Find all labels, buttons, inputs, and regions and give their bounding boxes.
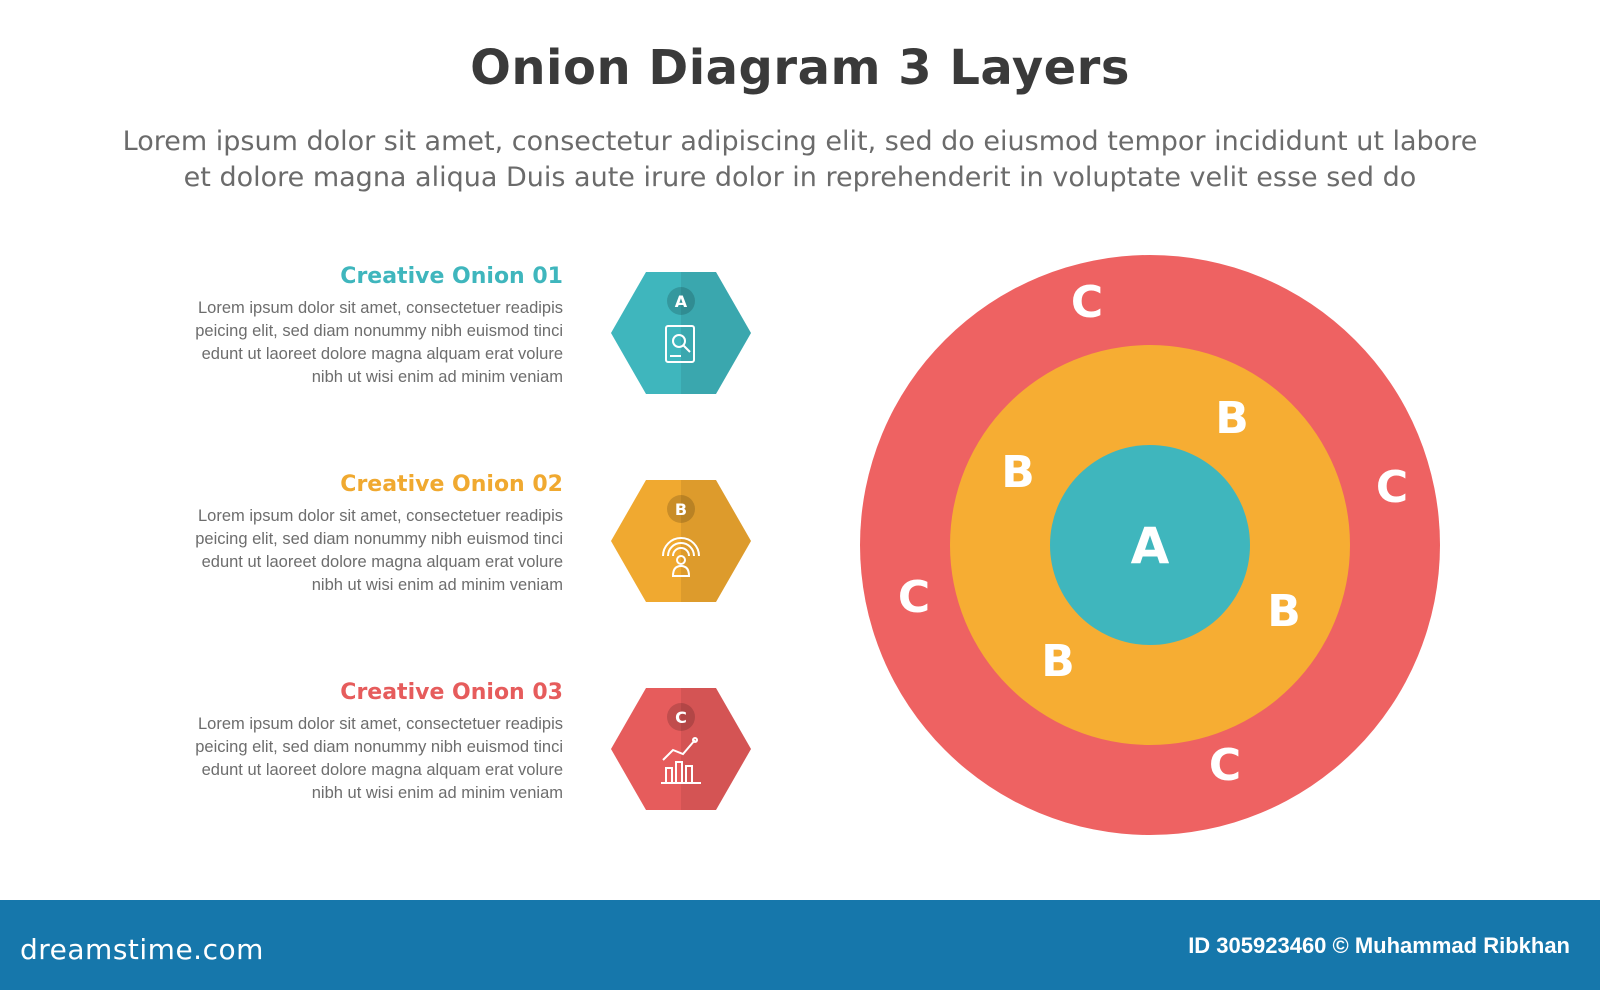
item-1-desc-line: edunt ut laoreet dolore magna alquam era… [201, 345, 563, 363]
item-2-hexagon: B [611, 480, 751, 606]
item-3-desc-line: peicing elit, sed diam nonummy nibh euis… [195, 738, 563, 756]
item-3-hexagon: C [611, 688, 751, 814]
item-3-description: Lorem ipsum dolor sit amet, consectetuer… [150, 713, 563, 805]
item-3-letter: C [675, 708, 687, 727]
item-1-desc-line: nibh ut wisi enim ad minim veniam [311, 368, 563, 386]
inner-label: A [1131, 517, 1170, 575]
item-2-desc-line: Lorem ipsum dolor sit amet, consectetuer… [198, 507, 563, 525]
item-3-desc-line: Lorem ipsum dolor sit amet, consectetuer… [198, 715, 563, 733]
page-subtitle: Lorem ipsum dolor sit amet, consectetur … [60, 124, 1540, 196]
outer-label: C [1071, 277, 1103, 328]
item-3-title: Creative Onion 03 [340, 680, 563, 705]
item-1-letter: A [675, 292, 688, 311]
item-1-title: Creative Onion 01 [340, 264, 563, 289]
footer-credit: ID 305923460 © Muhammad Ribkhan [1188, 933, 1570, 958]
item-3-desc-line: edunt ut laoreet dolore magna alquam era… [201, 761, 563, 779]
outer-label: C [898, 572, 930, 623]
subtitle-line: Lorem ipsum dolor sit amet, consectetur … [122, 126, 1478, 157]
middle-label: B [1215, 393, 1249, 444]
broadcast-user-icon [662, 537, 700, 577]
page-title: Onion Diagram 3 Layers [470, 40, 1130, 96]
onion-diagram: A B B B B C C C C [855, 250, 1445, 840]
item-1: Creative Onion 01 Lorem ipsum dolor sit … [150, 264, 563, 389]
item-2-description: Lorem ipsum dolor sit amet, consectetuer… [150, 505, 563, 597]
item-1-hexagon: A [611, 272, 751, 398]
item-3-desc-line: nibh ut wisi enim ad minim veniam [311, 784, 563, 802]
item-2-letter: B [675, 500, 687, 519]
footer-brand[interactable]: dreamstime.com [20, 933, 264, 966]
item-2-title: Creative Onion 02 [340, 472, 563, 497]
item-2-desc-line: peicing elit, sed diam nonummy nibh euis… [195, 530, 563, 548]
middle-label: B [1267, 586, 1301, 637]
item-3: Creative Onion 03 Lorem ipsum dolor sit … [150, 680, 563, 805]
middle-label: B [1041, 636, 1075, 687]
outer-label: C [1376, 462, 1408, 513]
item-2: Creative Onion 02 Lorem ipsum dolor sit … [150, 472, 563, 597]
outer-label: C [1209, 740, 1241, 791]
item-1-desc-line: peicing elit, sed diam nonummy nibh euis… [195, 322, 563, 340]
item-1-description: Lorem ipsum dolor sit amet, consectetuer… [150, 297, 563, 389]
document-search-icon [665, 325, 695, 363]
bar-chart-icon [661, 737, 701, 784]
item-2-desc-line: nibh ut wisi enim ad minim veniam [311, 576, 563, 594]
inner-layer-a [1050, 445, 1250, 645]
footer-bar: dreamstime.com ID 305923460 © Muhammad R… [0, 900, 1600, 990]
subtitle-line: et dolore magna aliqua Duis aute irure d… [183, 162, 1417, 193]
middle-label: B [1001, 447, 1035, 498]
item-2-desc-line: edunt ut laoreet dolore magna alquam era… [201, 553, 563, 571]
item-1-desc-line: Lorem ipsum dolor sit amet, consectetuer… [198, 299, 563, 317]
